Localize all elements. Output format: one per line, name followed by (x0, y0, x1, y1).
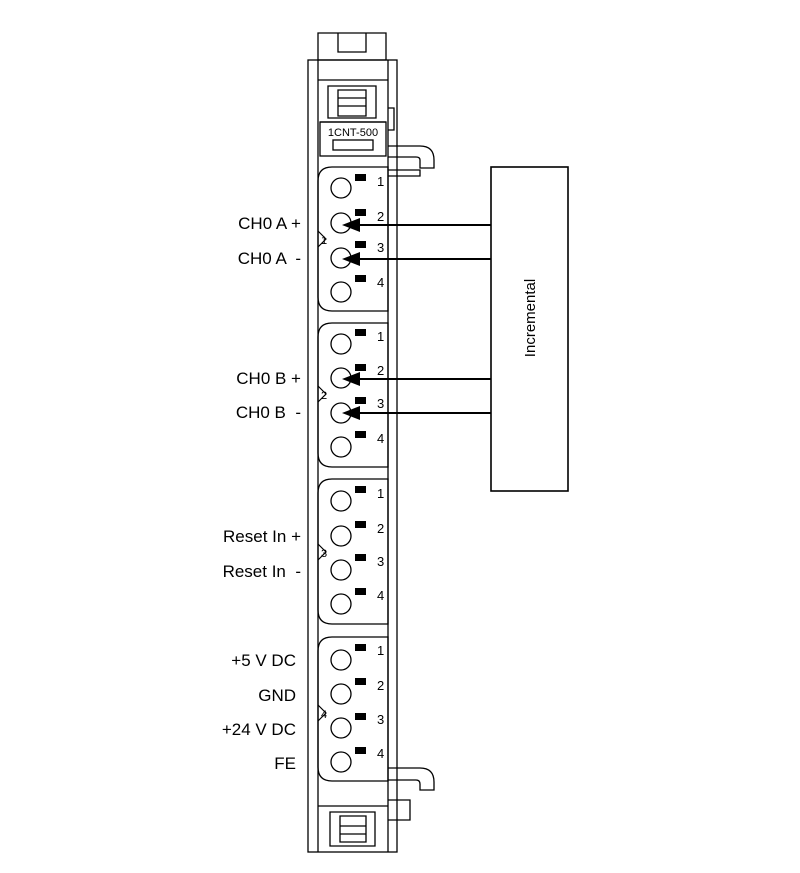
pin-number: 2 (377, 678, 384, 693)
pin-number: 4 (377, 431, 384, 446)
pin-number: 3 (377, 240, 384, 255)
pin-number: 4 (377, 588, 384, 603)
terminal-hole (330, 717, 352, 739)
pin-number: 3 (377, 712, 384, 727)
terminal-4-4: 4 (330, 746, 384, 773)
pin-number: 4 (377, 275, 384, 290)
encoder-box (490, 166, 569, 492)
incremental-encoder: Incremental (490, 166, 569, 492)
terminal-3-2: 2 (330, 521, 384, 547)
arrowhead (342, 372, 360, 386)
terminal-3-1: 1 (330, 486, 384, 512)
encoder-label: Incremental (522, 279, 539, 357)
connector-2: 2 1 2 3 4 (317, 322, 389, 468)
pin-number: 1 (377, 643, 384, 658)
arrowhead (342, 218, 360, 232)
release-slot (355, 521, 366, 528)
connector-2-outline (317, 322, 389, 468)
pin-number: 1 (377, 486, 384, 501)
pin-number: 1 (377, 174, 384, 189)
release-slot (355, 174, 366, 181)
signal-label-24vdc: +24 V DC (222, 720, 296, 739)
terminal-hole (330, 751, 352, 773)
terminal-hole (330, 593, 352, 615)
arrowhead (342, 406, 360, 420)
terminal-2-4: 4 (330, 431, 384, 458)
signal-label-ch0-a-minus: CH0 A - (238, 249, 301, 268)
release-slot (355, 209, 366, 216)
signal-label-reset-in-minus: Reset In - (223, 562, 301, 581)
release-slot (355, 397, 366, 404)
terminal-2-1: 1 (330, 329, 384, 355)
terminal-3-3: 3 (330, 554, 384, 581)
terminal-4-2: 2 (330, 678, 384, 705)
terminal-4-1: 1 (330, 643, 384, 671)
signal-label-5vdc: +5 V DC (231, 651, 296, 670)
release-slot (355, 713, 366, 720)
connector-4-group-marker (317, 704, 327, 722)
signal-label-gnd: GND (258, 686, 296, 705)
signal-labels: CH0 A + CH0 A - CH0 B + CH0 B - Reset In… (222, 214, 301, 773)
connector-2-group-number: 2 (321, 390, 327, 402)
release-slot (355, 554, 366, 561)
terminal-4-3: 3 (330, 712, 384, 739)
release-slot (355, 431, 366, 438)
signal-label-ch0-b-plus: CH0 B + (236, 369, 301, 388)
pin-number: 3 (377, 396, 384, 411)
terminal-hole (330, 559, 352, 581)
pin-number: 2 (377, 363, 384, 378)
release-slot (355, 747, 366, 754)
connector-4-group-number: 4 (321, 709, 327, 721)
pin-number: 1 (377, 329, 384, 344)
connector-4: 4 1 2 3 4 (317, 636, 389, 782)
connector-1-group-number: 1 (321, 235, 327, 247)
pin-number: 2 (377, 209, 384, 224)
pin-number: 2 (377, 521, 384, 536)
pin-number: 3 (377, 554, 384, 569)
connector-3-group-number: 3 (321, 548, 327, 560)
terminal-hole (330, 525, 352, 547)
terminal-hole (330, 649, 352, 671)
arrowhead (342, 252, 360, 266)
connector-3-group-marker (317, 543, 327, 561)
connector-3-outline (317, 478, 389, 625)
signal-label-reset-in-plus: Reset In + (223, 527, 301, 546)
terminal-1-4: 4 (330, 275, 384, 303)
terminal-3-4: 4 (330, 588, 384, 615)
release-slot (355, 241, 366, 248)
pin-number: 4 (377, 746, 384, 761)
connector-1-outline (317, 166, 389, 312)
release-slot (355, 588, 366, 595)
release-slot (355, 678, 366, 685)
connector-2-group-marker (317, 385, 327, 403)
signal-label-ch0-b-minus: CH0 B - (236, 403, 301, 422)
terminal-hole (330, 333, 352, 355)
encoder-wires (342, 218, 491, 420)
release-slot (355, 486, 366, 493)
terminal-1-1: 1 (330, 174, 384, 199)
terminal-hole (330, 490, 352, 512)
release-slot (355, 644, 366, 651)
terminal-hole (330, 177, 352, 199)
terminal-hole (330, 683, 352, 705)
signal-label-ch0-a-plus: CH0 A + (238, 214, 301, 233)
connector-3: 3 1 2 3 4 (317, 478, 389, 625)
io-module-housing (307, 32, 435, 853)
release-slot (355, 364, 366, 371)
release-slot (355, 329, 366, 336)
connector-1-group-marker (317, 230, 327, 248)
terminal-hole (330, 281, 352, 303)
release-slot (355, 275, 366, 282)
connector-1: 1 1 2 3 4 (317, 166, 389, 312)
module-model-label: 1CNT-500 (328, 127, 378, 139)
connector-4-outline (317, 636, 389, 782)
terminal-hole (330, 436, 352, 458)
signal-label-fe: FE (274, 754, 296, 773)
